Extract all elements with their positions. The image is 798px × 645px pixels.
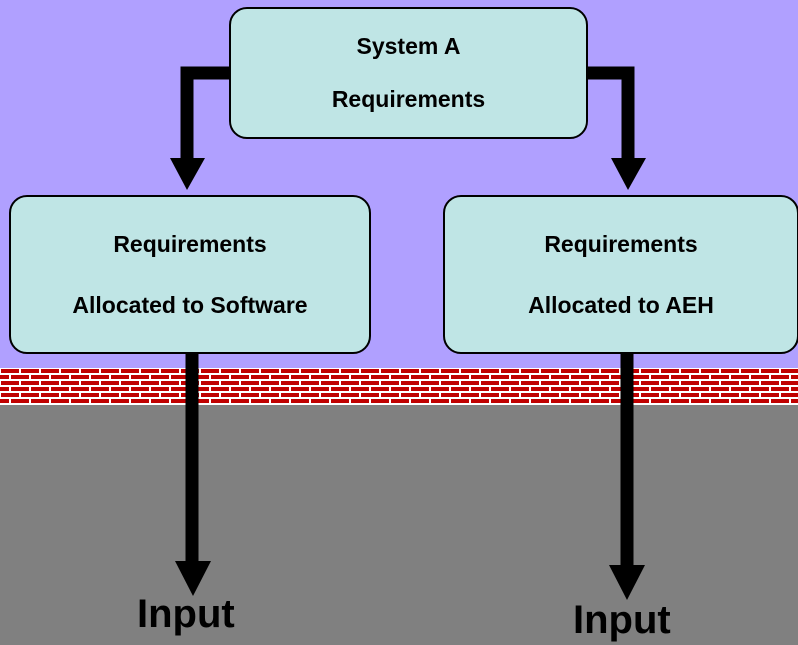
aeh-requirements-box: Requirements Allocated to AEH (443, 195, 798, 354)
system-a-requirements-box: System A Requirements (229, 7, 588, 139)
aeh-input-label: Input (573, 598, 671, 642)
ground-background (0, 405, 798, 645)
box-right-line2: Allocated to AEH (528, 291, 714, 318)
box-left-line1: Requirements (113, 230, 267, 257)
box-right-line1: Requirements (544, 230, 698, 257)
box-left-line2: Allocated to Software (72, 291, 308, 318)
software-requirements-box: Requirements Allocated to Software (9, 195, 371, 354)
box-top-line1: System A (356, 33, 461, 59)
arrowhead-right-down (609, 565, 645, 600)
brick-wall (0, 368, 798, 405)
connector-top-to-left (180, 66, 229, 158)
software-input-label: Input (137, 592, 235, 636)
arrowhead-top-to-left (170, 158, 205, 190)
arrowhead-left-down (175, 561, 211, 596)
box-top-line2: Requirements (331, 86, 486, 112)
arrowhead-top-to-right (611, 158, 646, 190)
connector-top-to-right (588, 66, 635, 158)
